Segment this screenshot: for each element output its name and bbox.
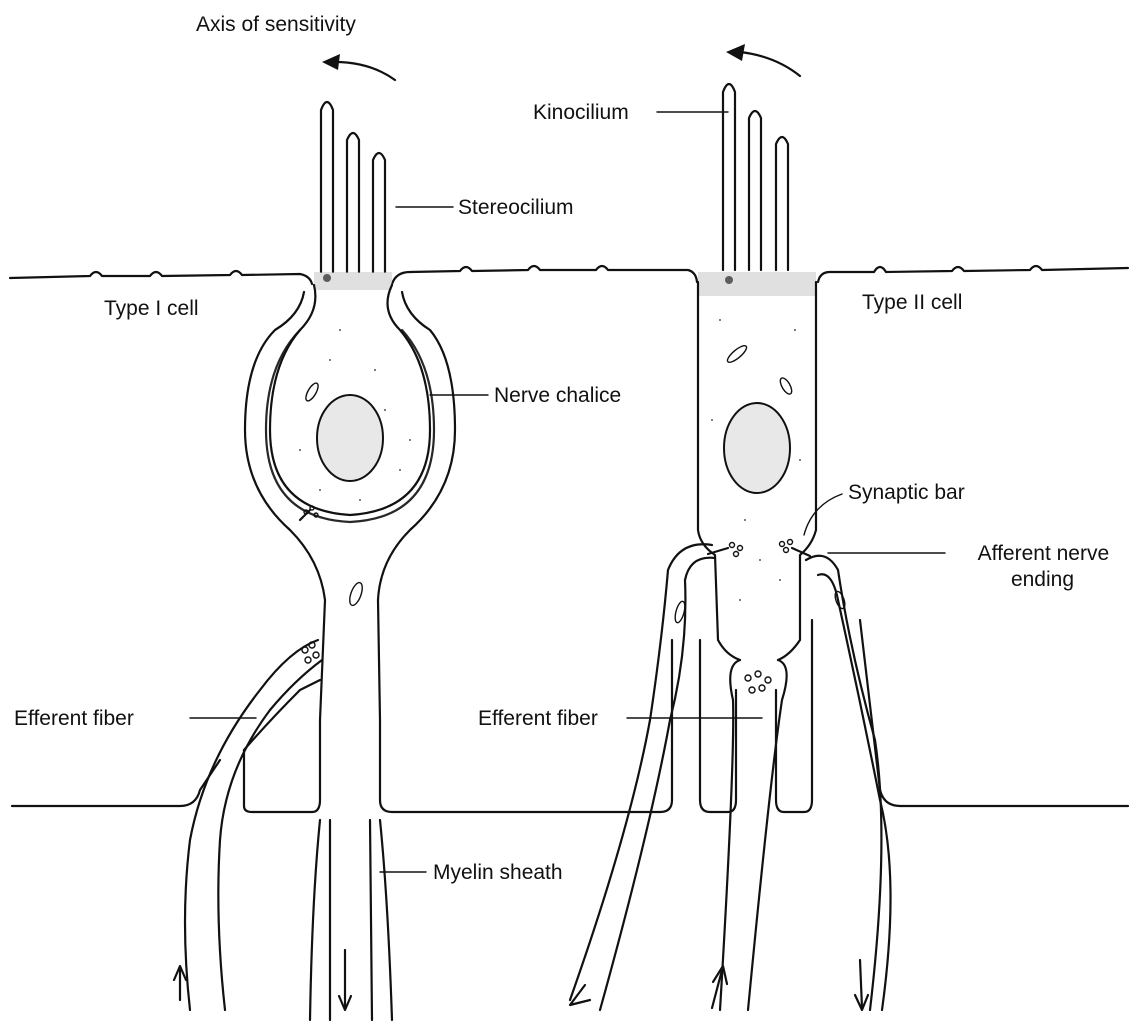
label-efferent-fiber-right: Efferent fiber — [478, 707, 598, 730]
type-ii-hair-bundle — [723, 84, 788, 284]
label-stereocilium: Stereocilium — [458, 196, 574, 219]
type-i-hair-cell — [270, 102, 430, 520]
label-type-i-cell: Type I cell — [104, 297, 199, 320]
type-i-hair-bundle — [321, 102, 385, 282]
axis-arrow-right — [726, 44, 800, 76]
label-axis-of-sensitivity: Axis of sensitivity — [196, 13, 356, 36]
label-kinocilium: Kinocilium — [533, 101, 629, 124]
apical-surface — [10, 266, 1128, 284]
label-synaptic-bar: Synaptic bar — [848, 481, 965, 504]
axis-arrow-left — [322, 54, 395, 80]
type-ii-nerve-fibers — [570, 544, 891, 1010]
type-i-efferent-fiber — [174, 640, 322, 1010]
myelin-sheath — [310, 820, 392, 1020]
label-nerve-chalice: Nerve chalice — [494, 384, 621, 407]
label-afferent-nerve-ending: Afferent nerve ending — [978, 542, 1115, 591]
label-myelin-sheath: Myelin sheath — [433, 861, 563, 884]
nerve-chalice — [245, 292, 455, 720]
type-ii-hair-cell — [698, 84, 816, 660]
leader-lines — [190, 112, 945, 872]
type-ii-nucleus — [724, 403, 790, 493]
label-type-ii-cell: Type II cell — [862, 291, 962, 314]
type-i-nucleus — [317, 395, 383, 481]
label-efferent-fiber-left: Efferent fiber — [14, 707, 134, 730]
